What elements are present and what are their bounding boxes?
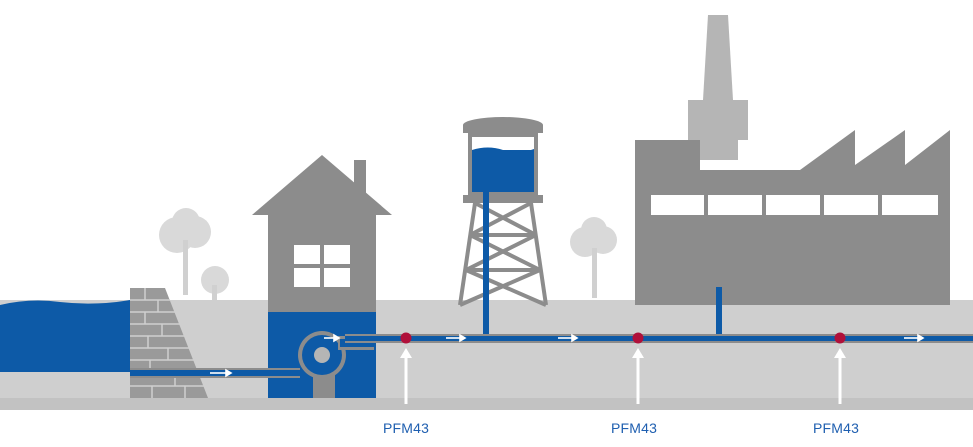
sensor-2 xyxy=(632,332,644,404)
pump-house xyxy=(252,155,392,398)
sensor-dot-icon xyxy=(632,332,644,344)
sensor-pointer-arrow-icon xyxy=(834,348,846,404)
flow-arrow-icon xyxy=(210,368,233,378)
reservoir xyxy=(0,300,130,372)
tree-icon xyxy=(570,217,617,298)
flow-arrow-icon xyxy=(446,333,467,343)
tree-icon xyxy=(159,208,211,295)
flow-arrow-icon xyxy=(324,333,341,343)
water-tower xyxy=(458,117,548,340)
main-pipe xyxy=(345,334,973,343)
sensor-1 xyxy=(400,332,412,404)
factory-windows xyxy=(651,195,938,215)
sensor-dot-icon xyxy=(834,332,846,344)
sensor-pointer-arrow-icon xyxy=(400,348,412,404)
factory xyxy=(635,15,950,340)
sensor-label-2: PFM43 xyxy=(610,420,658,436)
pump-house-window xyxy=(294,245,350,287)
sensor-label-3: PFM43 xyxy=(812,420,860,436)
sensor-3 xyxy=(834,332,846,404)
flow-arrow-icon xyxy=(558,333,579,343)
sensor-dot-icon xyxy=(400,332,412,344)
sensor-pointer-arrow-icon xyxy=(632,348,644,404)
sensor-label-1: PFM43 xyxy=(382,420,430,436)
tree-icon xyxy=(201,266,229,300)
flow-arrow-icon xyxy=(904,333,925,343)
